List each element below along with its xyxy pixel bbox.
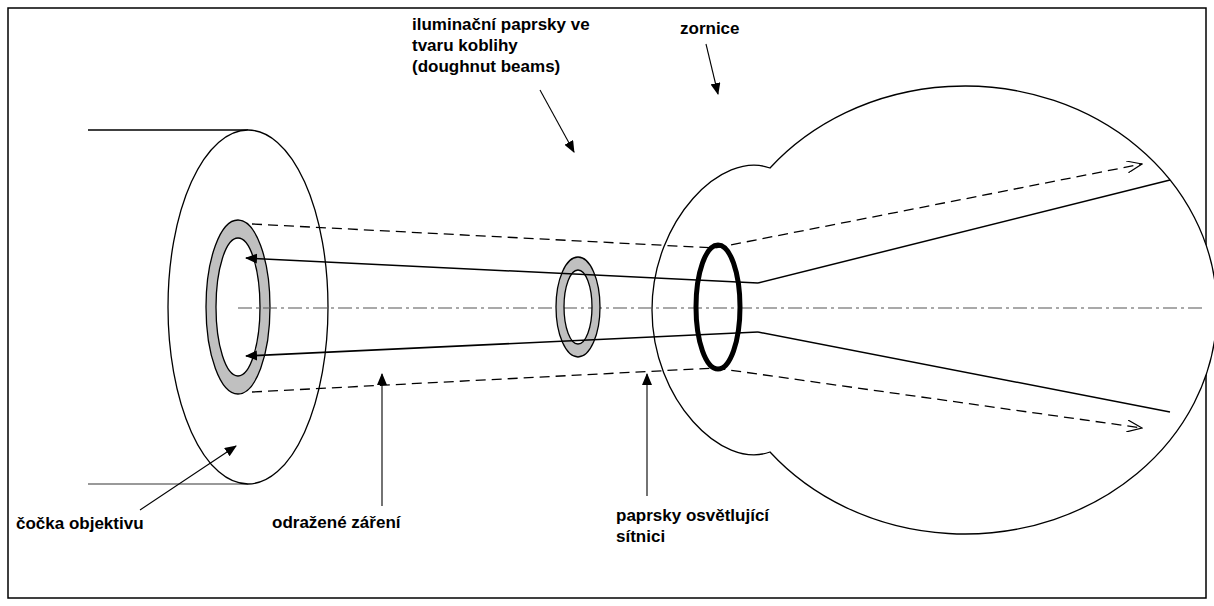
callout-label: paprsky osvětlující sítnici <box>616 505 821 547</box>
reflected-ray <box>246 332 758 356</box>
callout-label: iluminační paprsky ve tvaru koblihy (dou… <box>412 14 594 77</box>
objective-body <box>88 129 248 130</box>
callout-label: čočka objektivu <box>16 513 216 534</box>
annular-ring <box>206 220 270 394</box>
callout-label: odražené záření <box>272 512 472 533</box>
illumination-ray <box>252 164 1142 248</box>
eyeball <box>652 86 1214 534</box>
doughnut-beam <box>556 257 600 357</box>
leader-line <box>381 374 382 506</box>
objective-body <box>88 483 248 485</box>
reflected-ray <box>758 332 1170 412</box>
leader-line <box>646 374 647 496</box>
reflected-ray <box>758 180 1170 283</box>
pupil <box>696 245 740 369</box>
optical-axis <box>238 307 1205 308</box>
callout-label: zornice <box>680 18 800 39</box>
leader-line <box>706 44 718 94</box>
leader-line <box>540 90 574 152</box>
reflected-ray <box>246 258 758 283</box>
objective-lens <box>168 130 328 484</box>
illumination-ray <box>252 368 1142 428</box>
leader-line <box>140 446 236 510</box>
